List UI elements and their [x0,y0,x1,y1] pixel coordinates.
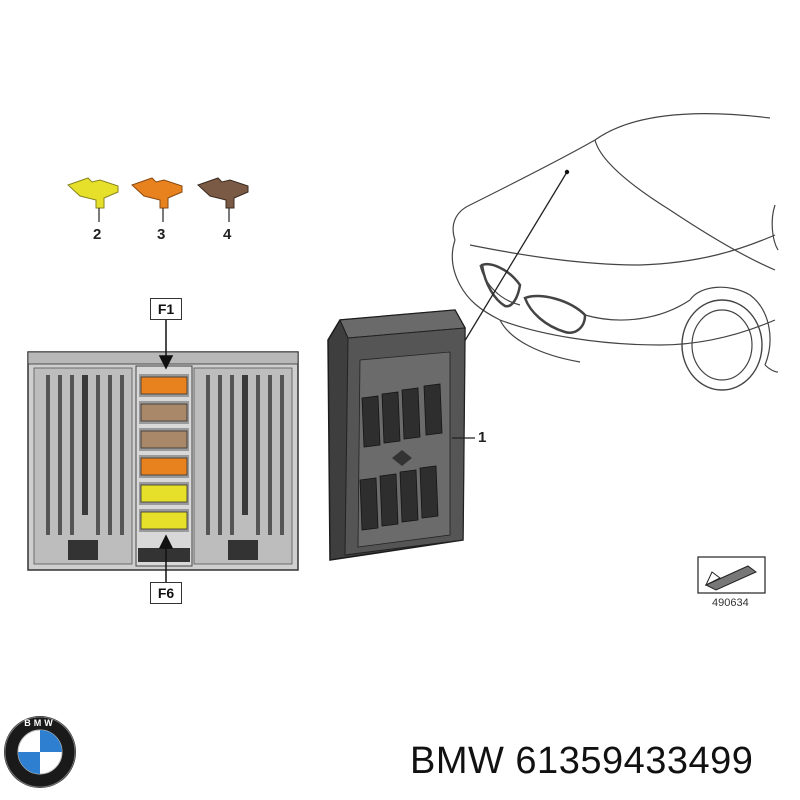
bmw-logo: BMW [4,716,76,788]
slot-label-f6: F6 [150,582,182,604]
callout-fuse-2: 2 [93,226,102,243]
fuse-slot-f5 [140,484,188,503]
slot-arrows [158,320,174,582]
fuse-slot-f6 [140,511,188,530]
fuse-icon-yellow [67,177,119,209]
diagram-ref-number: 490634 [712,597,749,609]
callout-fuse-3: 3 [157,226,166,243]
callout-fuse-4: 4 [223,226,232,243]
fuse-slot-f1 [140,376,188,395]
control-module [327,309,466,561]
fuse-slot-stack [139,374,189,532]
fuse-slot-f3 [140,430,188,449]
part-number-caption: BMW 61359433499 [410,740,754,782]
leader-line-car [451,171,568,363]
fuse-slot-f2 [140,403,188,422]
svg-text:BMW: BMW [24,718,56,728]
car-outline [451,113,779,391]
fuse-slot-f4 [140,457,188,476]
fuse-icon-orange [131,177,183,209]
callout-module: 1 [478,429,487,446]
leader-dot [564,169,570,175]
slot-label-f1: F1 [150,298,182,320]
fuse-icon-brown [197,177,249,209]
diagram-ref-icon [697,556,766,594]
